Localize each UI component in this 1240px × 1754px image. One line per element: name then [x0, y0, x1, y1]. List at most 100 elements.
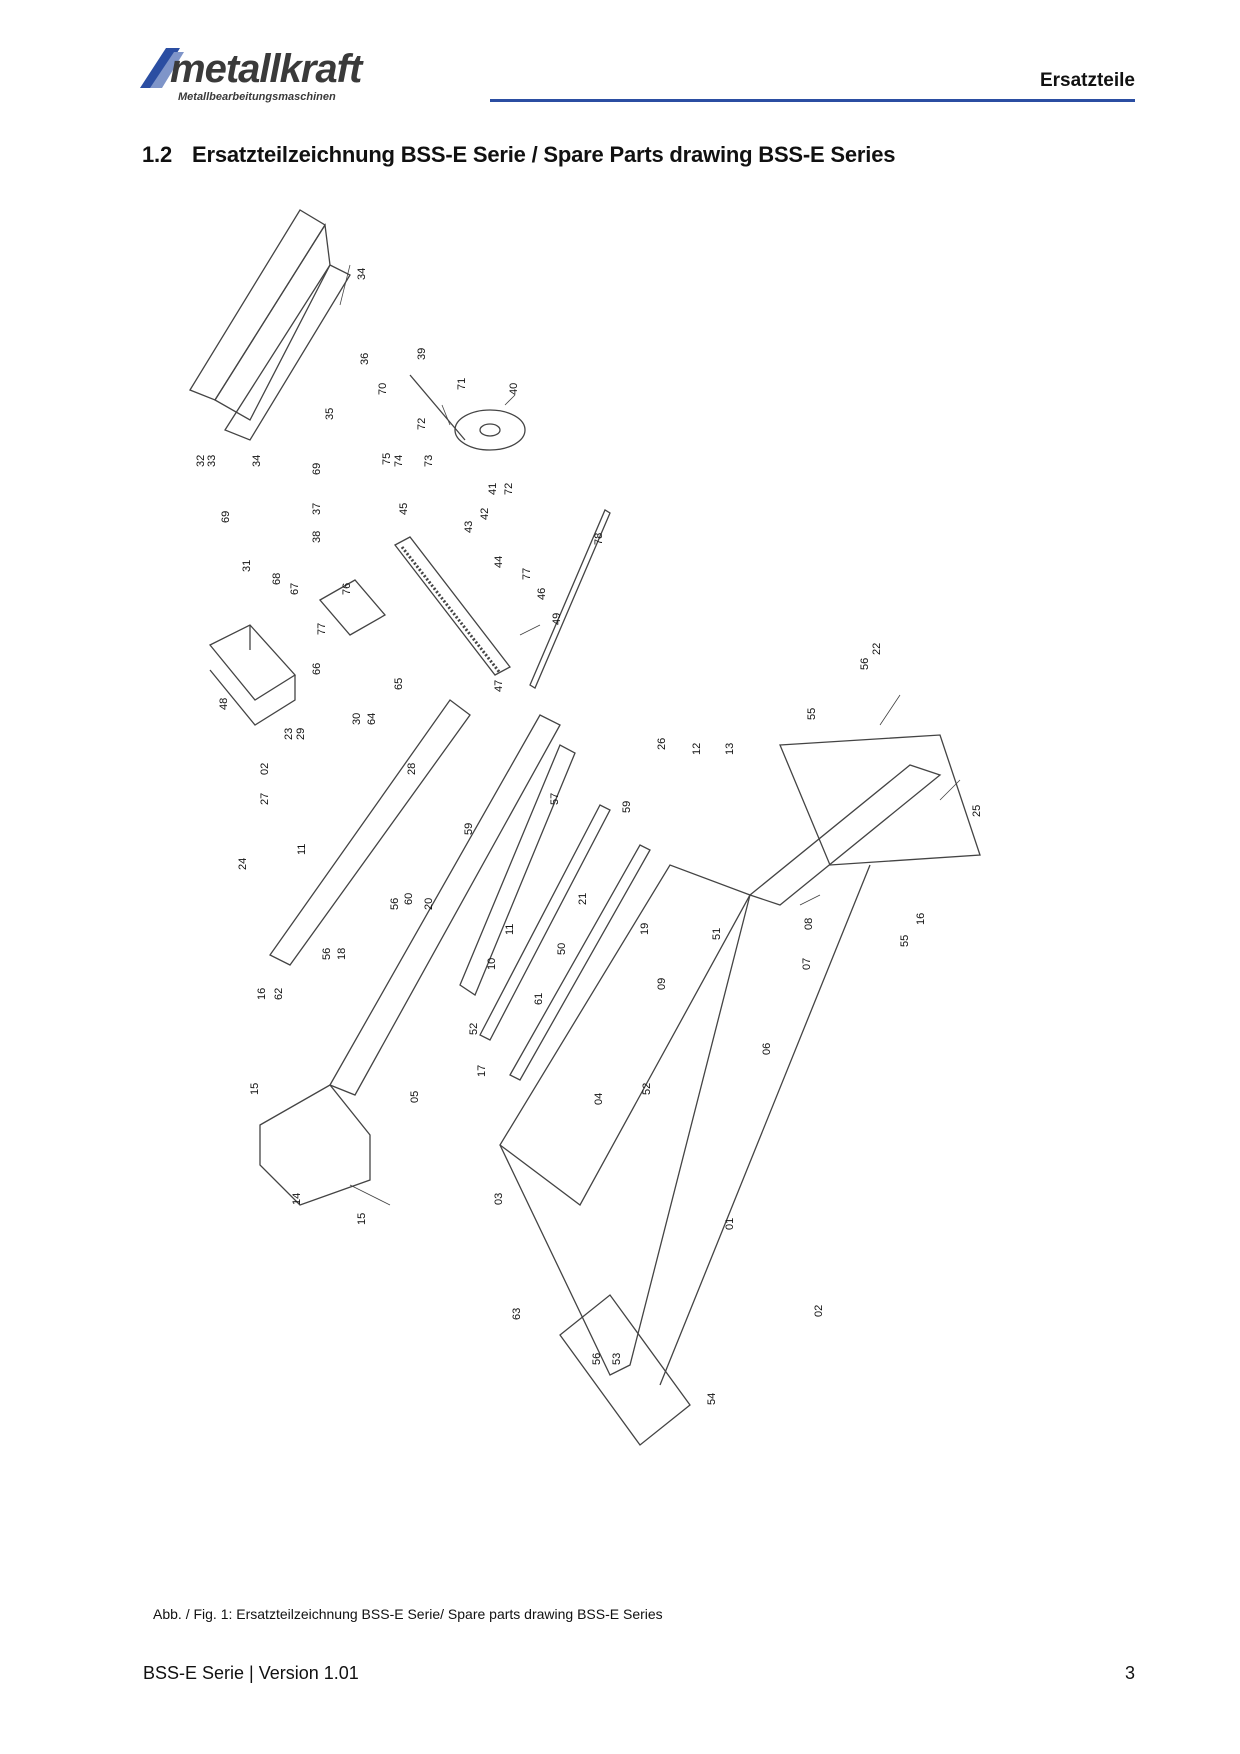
part-label: 70 — [377, 383, 389, 395]
part-label: 06 — [761, 1043, 773, 1055]
part-label: 38 — [311, 531, 323, 543]
part-label: 34 — [356, 268, 368, 280]
saw-arm — [269, 699, 651, 1096]
part-label: 11 — [296, 844, 308, 855]
part-label: 50 — [556, 943, 568, 955]
page-header: metallkraft Metallbearbeitungsmaschinen … — [0, 0, 1240, 110]
part-label: 04 — [593, 1093, 605, 1105]
part-label: 61 — [533, 993, 545, 1005]
part-label: 02 — [259, 763, 271, 775]
heading-title: Ersatzteilzeichnung BSS-E Serie / Spare … — [192, 142, 896, 167]
part-label: 14 — [291, 1193, 303, 1205]
svg-text:metallkraft: metallkraft — [170, 47, 364, 91]
part-label: 05 — [409, 1091, 421, 1103]
part-label: 23 — [283, 728, 295, 740]
spare-parts-drawing: 34 36 39 71 40 70 35 72 32 33 34 69 75 7… — [189, 209, 983, 1446]
part-label: 32 — [195, 455, 207, 467]
part-label: 77 — [316, 623, 328, 635]
part-label: 27 — [259, 793, 271, 805]
part-label: 19 — [639, 923, 651, 935]
part-label: 29 — [295, 728, 307, 740]
part-label: 75 — [381, 453, 393, 465]
part-label: 55 — [806, 708, 818, 720]
part-label: 56 — [321, 948, 333, 960]
part-label: 60 — [403, 893, 415, 905]
part-label: 10 — [486, 958, 498, 970]
part-label: 16 — [915, 913, 927, 925]
part-label: 53 — [611, 1353, 623, 1365]
part-label: 34 — [251, 455, 263, 467]
vise-block — [208, 579, 387, 726]
part-label: 52 — [468, 1023, 480, 1035]
part-label: 33 — [206, 455, 218, 467]
part-label: 02 — [813, 1305, 825, 1317]
part-label: 41 — [487, 483, 499, 495]
part-label: 08 — [803, 918, 815, 930]
part-label: 69 — [220, 511, 232, 523]
part-label: 73 — [423, 455, 435, 467]
part-label: 72 — [503, 483, 515, 495]
part-label: 77 — [521, 568, 533, 580]
part-label: 76 — [341, 583, 353, 595]
part-label: 43 — [463, 521, 475, 533]
part-label: 36 — [359, 353, 371, 365]
footer-doc-version: BSS-E Serie | Version 1.01 — [143, 1663, 359, 1683]
part-label: 26 — [656, 738, 668, 750]
part-label: 56 — [389, 898, 401, 910]
part-label: 51 — [711, 928, 723, 940]
part-label: 45 — [398, 503, 410, 515]
leader-lines — [339, 264, 961, 1206]
part-label: 11 — [504, 924, 516, 935]
part-label: 59 — [463, 823, 475, 835]
part-label: 64 — [366, 713, 378, 725]
part-label: 16 — [256, 988, 268, 1000]
part-label: 22 — [871, 643, 883, 655]
part-label: 66 — [311, 663, 323, 675]
part-label: 42 — [479, 508, 491, 520]
section-label: Ersatzteile — [1039, 70, 1135, 91]
footer-page-number: 3 — [1124, 1663, 1135, 1683]
part-label: 03 — [493, 1193, 505, 1205]
part-label: 63 — [511, 1308, 523, 1320]
part-label: 01 — [724, 1218, 736, 1230]
part-label: 24 — [237, 858, 249, 870]
part-label: 31 — [241, 560, 253, 572]
part-label: 59 — [621, 801, 633, 813]
part-label: 30 — [351, 713, 363, 725]
guide-rod — [529, 509, 611, 689]
part-label: 40 — [508, 383, 520, 395]
part-label: 20 — [423, 898, 435, 910]
part-label: 69 — [311, 463, 323, 475]
motor-cover — [259, 1084, 371, 1206]
metallkraft-logo: metallkraft Metallbearbeitungsmaschinen — [140, 47, 365, 103]
part-label: 39 — [416, 348, 428, 360]
part-label: 44 — [493, 556, 505, 568]
part-labels: 34 36 39 71 40 70 35 72 32 33 34 69 75 7… — [195, 268, 983, 1405]
vise-rack — [394, 536, 511, 676]
part-label: 15 — [249, 1083, 261, 1095]
part-label: 25 — [971, 805, 983, 817]
part-label: 18 — [336, 948, 348, 960]
part-label: 46 — [536, 588, 548, 600]
part-label: 72 — [416, 418, 428, 430]
blade-guard — [189, 209, 351, 441]
part-label: 49 — [551, 613, 563, 625]
part-label: 65 — [393, 678, 405, 690]
part-label: 13 — [724, 743, 736, 755]
part-label: 78 — [593, 533, 605, 545]
part-label: 35 — [324, 408, 336, 420]
part-label: 17 — [476, 1065, 488, 1077]
machine-base — [499, 734, 981, 1446]
part-label: 62 — [273, 988, 285, 1000]
handwheel — [409, 374, 526, 451]
part-label: 12 — [691, 743, 703, 755]
part-label: 15 — [356, 1213, 368, 1225]
part-label: 71 — [456, 378, 468, 390]
part-label: 56 — [591, 1353, 603, 1365]
part-label: 74 — [393, 455, 405, 467]
heading-number: 1.2 — [142, 142, 172, 167]
part-label: 55 — [899, 935, 911, 947]
part-label: 28 — [406, 763, 418, 775]
part-label: 56 — [859, 658, 871, 670]
part-label: 57 — [549, 793, 561, 805]
